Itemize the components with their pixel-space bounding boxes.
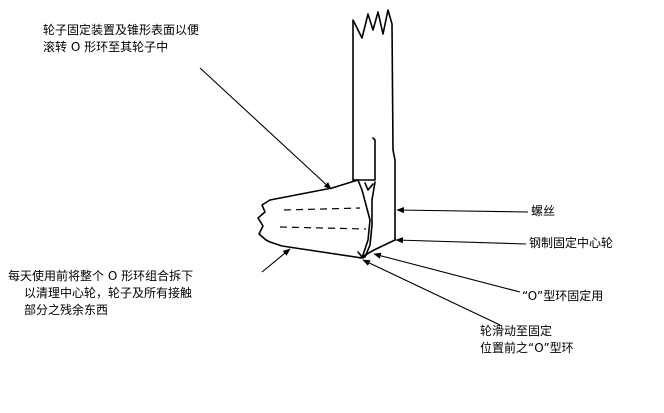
label-steel-center-wheel: 钢制固定中心轮 <box>529 236 614 250</box>
label-o-ring-before-line-2: 位置前之“O”型环 <box>480 341 574 355</box>
cone-dashed-line <box>283 207 361 211</box>
cone-broken-end <box>257 199 271 243</box>
leader-daily-cleaning <box>261 248 291 273</box>
shaft-inner-step <box>352 137 376 181</box>
leader-o-ring-before <box>362 259 501 326</box>
label-wheel-fixture-line-1: 轮子固定装置及锥形表面以便 <box>43 23 200 37</box>
label-daily-cleaning-line-1: 每天使用前将整个 O 形环组合拆下 <box>8 269 194 283</box>
cone-dashed-line <box>279 226 367 230</box>
label-daily-cleaning: 每天使用前将整个 O 形环组合拆下 以清理中心轮，轮子及所有接触 部分之残余东西 <box>8 268 193 319</box>
label-o-ring-before-fixed: 轮滑动至固定 位置前之“O”型环 <box>480 323 574 357</box>
leader-wheel-fixture <box>199 67 332 190</box>
leader-screw <box>396 207 529 214</box>
groove-mark <box>364 182 374 191</box>
label-o-ring-fixing: “O”型环固定用 <box>522 289 604 303</box>
leader-o-ring-fixing <box>373 252 521 293</box>
label-daily-cleaning-line-3: 部分之残余东西 <box>24 303 109 317</box>
cone-wheel-outline <box>269 179 371 259</box>
label-daily-cleaning-line-2: 以清理中心轮，轮子及所有接触 <box>24 286 193 300</box>
shaft-outline <box>352 9 396 241</box>
cone-wheel-inner <box>364 181 376 258</box>
label-wheel-fixture-line-2: 滚转 O 形环至其轮子中 <box>43 40 169 54</box>
label-screw: 螺丝 <box>531 204 556 218</box>
leader-steel-wheel <box>395 237 527 245</box>
label-o-ring-before-line-1: 轮滑动至固定 <box>480 324 553 338</box>
groove-mark <box>357 251 369 259</box>
label-wheel-fixture: 轮子固定装置及锥形表面以便 滚转 O 形环至其轮子中 <box>43 22 199 56</box>
